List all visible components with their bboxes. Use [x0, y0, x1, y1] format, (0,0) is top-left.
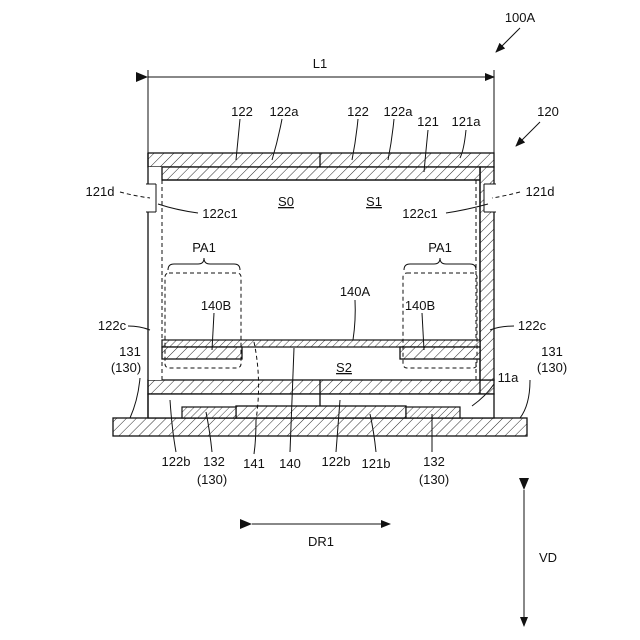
label-122a-mid: 122a — [384, 104, 414, 119]
label-122-left: 122 — [231, 104, 253, 119]
label-ref-120: 120 — [537, 104, 559, 119]
label-132-right: 132 — [423, 454, 445, 469]
label-130-right-top: (130) — [537, 360, 567, 375]
label-pa1-right: PA1 — [428, 240, 452, 255]
label-fig-ref: 100A — [505, 10, 536, 25]
label-122b-left: 122b — [162, 454, 191, 469]
brace-pa1-left — [168, 258, 240, 270]
label-122a-left: 122a — [270, 104, 300, 119]
label-140a: 140A — [340, 284, 371, 299]
label-122c1-right: 122c1 — [402, 206, 437, 221]
label-130-left-top: (130) — [111, 360, 141, 375]
membrane-140 — [162, 340, 480, 347]
label-121d-left: 121d — [86, 184, 115, 199]
label-122c-right: 122c — [518, 318, 547, 333]
label-122b-mid: 122b — [322, 454, 351, 469]
arrow-120 — [516, 122, 540, 146]
label-130-bl: (130) — [197, 472, 227, 487]
bottom-sheet-122b — [148, 380, 494, 394]
label-131-left: 131 — [119, 344, 141, 359]
label-l1: L1 — [313, 56, 327, 71]
label-121-top: 121 — [417, 114, 439, 129]
label-140b-right: 140B — [405, 298, 435, 313]
label-space-s1: S1 — [366, 194, 382, 209]
label-122-mid: 122 — [347, 104, 369, 119]
label-121b: 121b — [362, 456, 391, 471]
label-132-left: 132 — [203, 454, 225, 469]
label-pa1-left: PA1 — [192, 240, 216, 255]
pad-132-right — [406, 407, 460, 418]
label-140b-left: 140B — [201, 298, 231, 313]
pad-132-left — [182, 407, 236, 418]
label-122c1-left: 122c1 — [202, 206, 237, 221]
label-11a: 11a — [498, 370, 519, 385]
label-121a-top: 121a — [452, 114, 482, 129]
clamp-140b-right — [400, 347, 480, 359]
clamp-140b-left — [162, 347, 242, 359]
label-vd: VD — [539, 550, 557, 565]
substrate-131 — [113, 418, 527, 436]
label-121d-right: 121d — [526, 184, 555, 199]
side-opening-right — [484, 184, 496, 212]
label-130-br: (130) — [419, 472, 449, 487]
label-141: 141 — [243, 456, 265, 471]
label-space-s2: S2 — [336, 360, 352, 375]
dimension-l1 — [148, 70, 494, 153]
label-space-s0: S0 — [278, 194, 294, 209]
brace-pa1-right — [404, 258, 476, 270]
inner-frame-121 — [162, 167, 480, 394]
label-122c-left: 122c — [98, 318, 127, 333]
outer-frame-122 — [148, 153, 494, 418]
label-131-right: 131 — [541, 344, 563, 359]
arrow-100a — [496, 28, 520, 52]
label-dr1: DR1 — [308, 534, 334, 549]
label-140: 140 — [279, 456, 301, 471]
